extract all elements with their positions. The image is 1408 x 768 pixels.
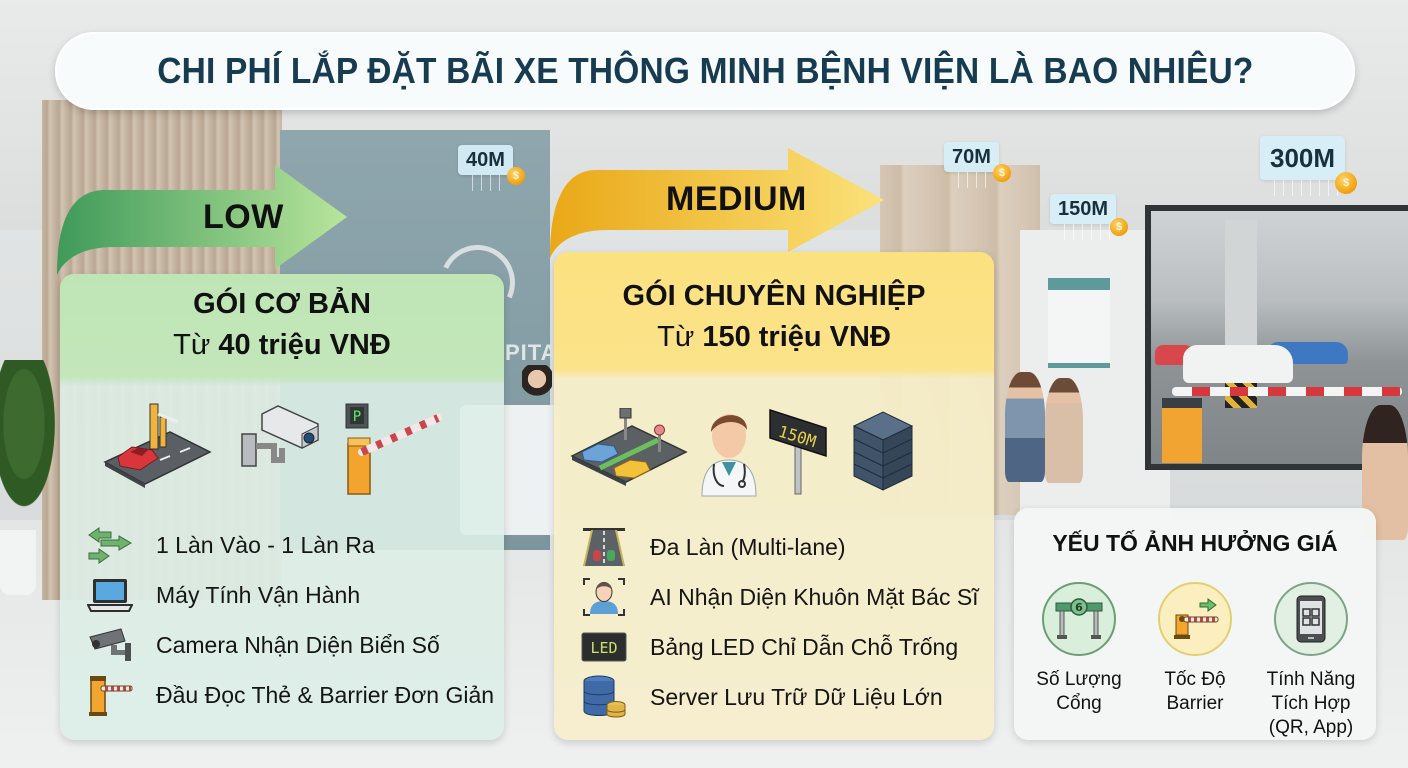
server-rack-icon	[852, 411, 914, 491]
price-tag-40m: 40M $	[458, 145, 525, 191]
price-prefix: Từ	[173, 329, 211, 361]
feature-text: Server Lưu Trữ Dữ Liệu Lớn	[650, 683, 943, 710]
feature-item: Đa Làn (Multi-lane)	[580, 522, 979, 572]
medium-tier-arrow	[550, 148, 884, 258]
professional-package-card: GÓI CHUYÊN NGHIỆP Từ 150 triệu VNĐ	[554, 252, 994, 740]
basic-package-card: GÓI CƠ BẢN Từ 40 triệu VNĐ	[60, 274, 504, 740]
barrier-with-parking-sign-icon: P	[345, 403, 442, 495]
qr-app-icon	[1274, 582, 1348, 656]
feature-text: Camera Nhận Diện Biển Số	[156, 631, 440, 658]
parking-barrier-arm	[1172, 387, 1402, 396]
professional-feature-list: Đa Làn (Multi-lane) AI Nhận Diện Khuôn M…	[580, 522, 979, 722]
factor-label: Cổng	[1056, 693, 1102, 714]
laptop-icon	[86, 573, 134, 617]
factor-barrier-speed: Tốc Độ Barrier	[1140, 582, 1250, 716]
title-banner: CHI PHÍ LẮP ĐẶT BÃI XE THÔNG MINH BỆNH V…	[55, 32, 1355, 110]
database-server-icon	[580, 675, 628, 719]
factor-label: Số Lượng	[1036, 669, 1122, 690]
low-tier-label: LOW	[203, 198, 284, 236]
barrier-gate-icon	[86, 673, 134, 717]
led-board-icon: LED	[580, 625, 628, 669]
feature-item: AI Nhận Diện Khuôn Mặt Bác Sĩ	[580, 572, 979, 622]
low-tier-arrow	[57, 165, 347, 275]
price-tag-300m: 300M $	[1260, 136, 1358, 196]
barrier-speed-icon	[1158, 582, 1232, 656]
coin-icon: $	[1335, 172, 1358, 194]
page-title: CHI PHÍ LẮP ĐẶT BÃI XE THÔNG MINH BỆNH V…	[156, 50, 1254, 91]
feature-item: Máy Tính Vận Hành	[86, 570, 494, 620]
professional-illustrations: 150M	[554, 402, 994, 502]
feature-text: Máy Tính Vận Hành	[156, 581, 361, 608]
svg-text:6: 6	[1075, 601, 1083, 614]
parked-white-car	[1183, 345, 1293, 383]
basic-package-price: Từ 40 triệu VNĐ	[60, 329, 504, 362]
factor-label: Tốc Độ	[1164, 669, 1226, 690]
face-recognition-icon	[580, 575, 628, 619]
medium-tier-label: MEDIUM	[666, 180, 807, 218]
feature-item: LED Bảng LED Chỉ Dẫn Chỗ Trống	[580, 622, 979, 672]
factor-label: (QR, App)	[1268, 717, 1354, 738]
price-factors-panel: YẾU TỐ ẢNH HƯỞNG GIÁ 6 Số Lượng Cổng	[1014, 508, 1376, 740]
security-camera-icon	[241, 405, 319, 467]
plant-pot	[0, 530, 36, 595]
feature-text: Đầu Đọc Thẻ & Barrier Đơn Giản	[156, 681, 495, 708]
coin-icon: $	[992, 164, 1011, 182]
basic-illustrations: P	[60, 402, 504, 502]
price-tag-label: 70M	[952, 145, 991, 168]
wall-poster	[1048, 278, 1110, 368]
price-tag-70m: 70M $	[944, 142, 1011, 188]
price-tag-label: 150M	[1058, 197, 1109, 220]
feature-item: Đầu Đọc Thẻ & Barrier Đơn Giản	[86, 670, 494, 720]
feature-text: Đa Làn (Multi-lane)	[650, 533, 846, 560]
svg-text:P: P	[353, 409, 361, 425]
feature-item: Server Lưu Trữ Dữ Liệu Lớn	[580, 672, 979, 722]
price-tag-label: 300M	[1270, 142, 1336, 173]
svg-text:LED: LED	[590, 639, 617, 657]
price-prefix: Từ	[657, 321, 695, 353]
parking-barrier-box	[1162, 398, 1202, 463]
seated-woman	[1045, 378, 1083, 483]
seated-man	[1005, 372, 1045, 482]
feature-text: 1 Làn Vào - 1 Làn Ra	[156, 531, 375, 558]
coin-icon: $	[1110, 218, 1129, 236]
bidirectional-arrows-icon	[86, 523, 134, 567]
price-tag-label: 40M	[466, 148, 505, 171]
professional-package-name: GÓI CHUYÊN NGHIỆP	[622, 280, 926, 312]
receptionist	[522, 365, 552, 405]
feature-item: Camera Nhận Diện Biển Số	[86, 620, 494, 670]
basic-feature-list: 1 Làn Vào - 1 Làn Ra Máy Tính Vận Hành	[86, 520, 494, 720]
cctv-camera-icon	[86, 623, 134, 667]
factor-label: Tính Năng	[1266, 669, 1356, 690]
coin-icon: $	[506, 167, 525, 185]
factor-integration: Tính Năng Tích Hợp (QR, App)	[1256, 582, 1366, 740]
professional-package-price: Từ 150 triệu VNĐ	[554, 321, 994, 354]
feature-item: 1 Làn Vào - 1 Làn Ra	[86, 520, 494, 570]
price-factors-heading: YẾU TỐ ẢNH HƯỞNG GIÁ	[1052, 530, 1338, 556]
price-value: 40 triệu VNĐ	[218, 329, 391, 361]
price-value: 150 triệu VNĐ	[702, 321, 891, 353]
feature-text: AI Nhận Diện Khuôn Mặt Bác Sĩ	[650, 583, 979, 610]
factor-label: Tích Hợp	[1271, 693, 1351, 714]
feature-text: Bảng LED Chỉ Dẫn Chỗ Trống	[650, 633, 959, 660]
basic-package-name: GÓI CƠ BẢN	[193, 288, 371, 320]
price-tag-150m: 150M $	[1050, 194, 1129, 240]
factor-gate-count: 6 Số Lượng Cổng	[1024, 582, 1134, 716]
gate-count-icon: 6	[1042, 582, 1116, 656]
doctor-icon	[701, 414, 757, 497]
multi-lane-road-icon	[580, 525, 628, 569]
multi-lane-parking-icon	[570, 408, 688, 486]
potted-palm-plant	[0, 360, 60, 520]
parking-lane-car-icon	[103, 403, 212, 488]
factor-label: Barrier	[1166, 693, 1224, 714]
led-sign-icon: 150M	[769, 408, 827, 495]
